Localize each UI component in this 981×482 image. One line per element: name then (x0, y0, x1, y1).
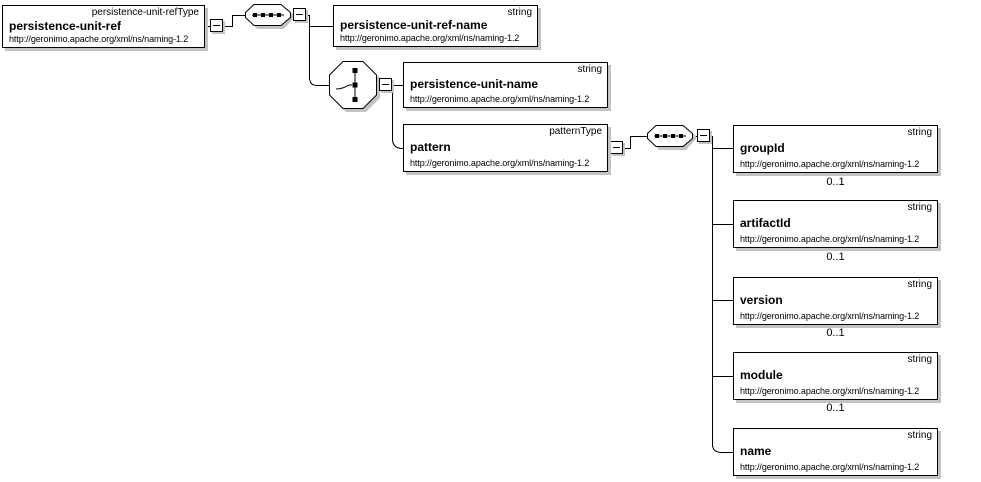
element-namespace: http://geronimo.apache.org/xml/ns/naming… (340, 33, 520, 43)
element-namespace: http://geronimo.apache.org/xml/ns/naming… (9, 34, 189, 44)
element-type: string (907, 279, 932, 290)
element-namespace: http://geronimo.apache.org/xml/ns/naming… (410, 94, 590, 104)
element-namespace: http://geronimo.apache.org/xml/ns/naming… (410, 158, 590, 168)
element-name: persistence-unit-name (410, 77, 539, 91)
element-namespace: http://geronimo.apache.org/xml/ns/naming… (740, 386, 920, 396)
sequence-dots (253, 13, 281, 17)
collapse-toggle-sequence-2[interactable] (697, 129, 710, 142)
element-name: artifactId (740, 216, 791, 230)
element-type: string (907, 127, 932, 138)
collapse-toggle-root[interactable] (210, 19, 223, 32)
element-namespace: http://geronimo.apache.org/xml/ns/naming… (740, 462, 920, 472)
element-name: module (740, 368, 783, 382)
minus-icon (296, 14, 303, 15)
element-type: string (577, 64, 602, 75)
connector-pattern-sequence (608, 136, 734, 453)
minus-icon (213, 25, 220, 26)
element-box-persistence-unit-ref[interactable]: persistence-unit-refType persistence-uni… (2, 5, 205, 48)
element-name: persistence-unit-ref-name (340, 18, 488, 32)
minus-icon (613, 147, 620, 148)
element-name: pattern (410, 140, 451, 154)
element-name: groupId (740, 141, 785, 155)
element-box-persistence-unit-name[interactable]: string persistence-unit-name http://gero… (403, 62, 608, 108)
element-name: persistence-unit-ref (9, 18, 122, 33)
collapse-toggle-choice[interactable] (379, 78, 392, 91)
element-type: persistence-unit-refType (91, 7, 199, 18)
cardinality-label: 0..1 (826, 176, 845, 188)
element-box-version[interactable]: string version http://geronimo.apache.or… (733, 277, 938, 325)
element-type: string (907, 202, 932, 213)
minus-icon (382, 84, 389, 85)
element-box-name[interactable]: string name http://geronimo.apache.org/x… (733, 428, 938, 476)
sequence-dots (655, 134, 683, 138)
element-namespace: http://geronimo.apache.org/xml/ns/naming… (740, 234, 920, 244)
minus-icon (700, 135, 707, 136)
cardinality-label: 0..1 (826, 251, 845, 263)
element-box-persistence-unit-ref-name[interactable]: string persistence-unit-ref-name http://… (333, 5, 538, 47)
element-type: string (907, 430, 932, 441)
element-box-groupId[interactable]: string groupId http://geronimo.apache.or… (733, 125, 938, 173)
cardinality-label: 0..1 (826, 402, 845, 414)
collapse-toggle-pattern[interactable] (610, 141, 623, 154)
element-name: version (740, 293, 783, 307)
sequence-icon[interactable] (647, 125, 697, 151)
element-type: string (907, 354, 932, 365)
element-box-artifactId[interactable]: string artifactId http://geronimo.apache… (733, 200, 938, 248)
element-box-pattern[interactable]: patternType pattern http://geronimo.apac… (403, 124, 608, 172)
choice-dots (352, 68, 358, 102)
connector-choice-branches (392, 85, 404, 149)
element-name: name (740, 444, 772, 458)
element-type: patternType (549, 126, 602, 137)
collapse-toggle-sequence-1[interactable] (293, 8, 306, 21)
element-namespace: http://geronimo.apache.org/xml/ns/naming… (740, 159, 920, 169)
choice-icon[interactable] (329, 61, 381, 113)
element-box-module[interactable]: string module http://geronimo.apache.org… (733, 352, 938, 400)
sequence-icon[interactable] (245, 4, 295, 30)
cardinality-label: 0..1 (826, 327, 845, 339)
element-namespace: http://geronimo.apache.org/xml/ns/naming… (740, 311, 920, 321)
element-type: string (507, 7, 532, 18)
